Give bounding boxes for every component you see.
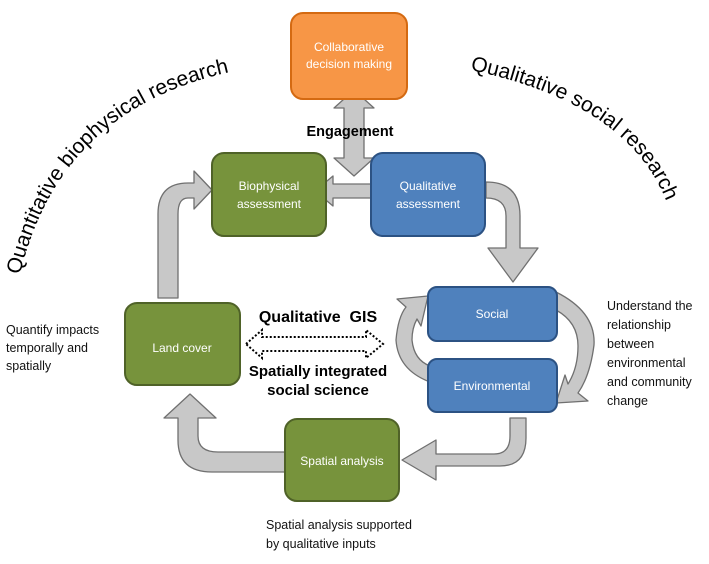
collaborative-label-line1: Collaborative bbox=[314, 40, 384, 54]
land-cover-label: Land cover bbox=[152, 341, 211, 355]
arrow-spatial-to-landcover bbox=[163, 393, 286, 473]
qualitative-label-line1: Qualitative bbox=[400, 179, 457, 193]
arrow-engagement-vertical bbox=[333, 89, 375, 177]
spatially-integrated-line2: social science bbox=[267, 382, 369, 399]
arrow-environmental-to-social bbox=[395, 295, 431, 383]
land-cover-box bbox=[124, 302, 241, 386]
social-label: Social bbox=[476, 307, 509, 321]
environmental-box bbox=[427, 358, 558, 413]
biophysical-label-line1: Biophysical bbox=[239, 179, 300, 193]
arc-label-quantitative: Quantitative biophysical research bbox=[3, 55, 231, 276]
collaborative-label-line2: decision making bbox=[306, 57, 392, 71]
arrow-qualitative-gis bbox=[244, 327, 385, 361]
note-left-line1: Quantify impacts bbox=[6, 323, 99, 337]
qualitative-assessment-box bbox=[370, 152, 486, 237]
arrow-landcover-to-biophysical bbox=[157, 170, 213, 299]
arrow-social-to-environmental bbox=[555, 291, 595, 404]
note-bottom-line1: Spatial analysis supported bbox=[266, 518, 412, 532]
biophysical-label-line2: assessment bbox=[237, 197, 302, 211]
environmental-label: Environmental bbox=[454, 379, 531, 393]
spatial-analysis-box bbox=[284, 418, 400, 502]
qualitative-gis-label: Qualitative GIS bbox=[259, 309, 378, 326]
arrow-qualitative-to-social bbox=[485, 181, 539, 283]
note-right-line3: between bbox=[607, 337, 654, 351]
note-bottom-line2: by qualitative inputs bbox=[266, 537, 376, 551]
arrow-environmental-to-spatial bbox=[401, 417, 527, 481]
spatial-analysis-label: Spatial analysis bbox=[300, 454, 383, 468]
qualitative-label-line2: assessment bbox=[396, 197, 461, 211]
social-box bbox=[427, 286, 558, 342]
note-right-line6: change bbox=[607, 394, 648, 408]
note-right-line4: environmental bbox=[607, 356, 686, 370]
note-left-line3: spatially bbox=[6, 359, 52, 373]
note-left-line2: temporally and bbox=[6, 341, 88, 355]
engagement-label: Engagement bbox=[306, 124, 393, 140]
arc-label-qualitative: Qualitative social research bbox=[469, 52, 683, 203]
biophysical-assessment-box bbox=[211, 152, 327, 237]
note-right-line1: Understand the bbox=[607, 299, 693, 313]
collaborative-decision-box bbox=[290, 12, 408, 100]
note-right-line5: and community bbox=[607, 375, 693, 389]
note-right-line2: relationship bbox=[607, 318, 671, 332]
spatially-integrated-line1: Spatially integrated bbox=[249, 363, 387, 380]
